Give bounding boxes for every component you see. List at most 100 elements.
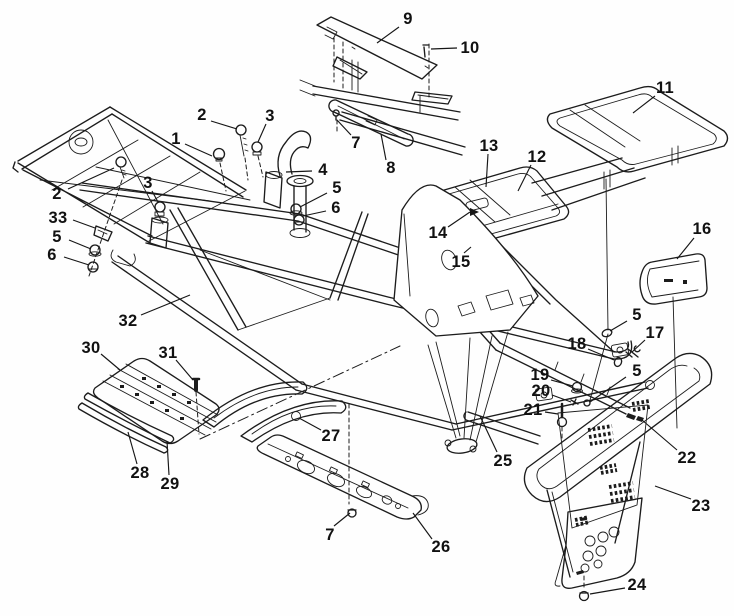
callout-label-23: 23	[691, 496, 711, 515]
callout-label-22: 22	[677, 448, 697, 467]
nut-5-left	[89, 244, 101, 256]
leader-line-22	[641, 419, 678, 451]
rear-carrier-plate-8	[328, 99, 466, 156]
leader-line-9	[376, 26, 400, 44]
leader-line-23	[654, 485, 692, 500]
nut-27	[291, 411, 301, 421]
leader-line-14	[447, 211, 471, 228]
callout-label-18: 18	[567, 334, 587, 353]
bracket-33	[93, 225, 113, 242]
callout-label-27: 27	[321, 426, 341, 445]
carrier-bolts	[332, 37, 430, 134]
grommet-18	[613, 356, 623, 368]
skid-plate	[256, 434, 429, 520]
leader-line-5	[68, 239, 92, 250]
bolt-2-left	[115, 156, 127, 168]
callout-label-4: 4	[318, 160, 328, 179]
leader-line-25	[479, 415, 498, 453]
handle-tube-4	[277, 130, 312, 177]
panel-screws-22	[626, 413, 644, 422]
direction-arrow	[470, 208, 479, 216]
main-frame	[79, 166, 655, 431]
callout-label-21: 21	[523, 400, 543, 419]
leader-line-8	[380, 133, 387, 161]
callout-label-3: 3	[143, 173, 153, 192]
callout-label-31: 31	[158, 343, 178, 362]
bumper-panel	[557, 399, 651, 529]
leader-line-33	[72, 219, 96, 229]
footrest-braces	[202, 381, 347, 443]
callout-label-25: 25	[493, 451, 513, 470]
leader-line-31	[175, 359, 194, 381]
leader-line-17	[631, 339, 646, 353]
callout-label-14: 14	[428, 223, 448, 242]
callout-label-20: 20	[531, 381, 551, 400]
leader-line-6	[302, 210, 327, 217]
bumper-lower-plate	[554, 497, 643, 589]
nut-19	[571, 381, 583, 393]
storage-box	[639, 253, 708, 305]
ball-stud-3-upper	[251, 141, 263, 153]
leader-line-3	[151, 190, 159, 203]
callout-label-6: 6	[331, 198, 341, 217]
callout-label-29: 29	[160, 474, 180, 493]
leader-line-2	[210, 120, 238, 130]
left-hardware-column	[87, 156, 127, 277]
callout-label-24: 24	[627, 575, 647, 594]
washer-5-lower	[583, 399, 591, 407]
nut-6-right	[293, 214, 305, 226]
front-support-brace	[427, 331, 509, 454]
callout-label-8: 8	[386, 158, 396, 177]
leader-line-32	[140, 294, 191, 316]
rear-carrier-plate-9	[316, 16, 438, 80]
leader-lines	[63, 26, 695, 595]
callout-label-26: 26	[431, 537, 451, 556]
callout-label-11: 11	[655, 78, 675, 97]
callout-label-9: 9	[403, 9, 413, 28]
leader-line-15	[463, 246, 472, 254]
callout-label-17: 17	[645, 323, 665, 342]
callout-label-3: 3	[265, 106, 275, 125]
washer-5-upper	[601, 328, 613, 338]
screw-17	[625, 345, 641, 358]
callout-label-1: 1	[171, 129, 181, 148]
leader-line-7	[333, 512, 351, 527]
leader-line-13	[485, 153, 489, 188]
leader-line-2	[67, 167, 115, 190]
callout-label-7: 7	[325, 525, 335, 544]
leader-line-5	[589, 376, 627, 403]
nut-5-right	[290, 203, 302, 215]
callout-label-10: 10	[460, 38, 480, 57]
callout-label-5: 5	[632, 361, 642, 380]
leader-line-1	[184, 143, 213, 157]
leader-line-6	[63, 256, 90, 266]
front-bumper	[523, 352, 713, 578]
callout-label-2: 2	[52, 184, 62, 203]
leader-line-28	[127, 431, 138, 465]
leader-line-21	[544, 411, 559, 415]
leader-line-3	[257, 123, 267, 143]
leader-line-30	[100, 353, 121, 371]
callout-label-5: 5	[52, 227, 62, 246]
callout-label-15: 15	[451, 252, 471, 271]
bolt-1	[212, 147, 226, 161]
callout-label-33: 33	[48, 208, 68, 227]
callout-label-19: 19	[530, 365, 550, 384]
callout-label-32: 32	[118, 311, 138, 330]
callout-label-12: 12	[527, 147, 547, 166]
callout-label-2: 2	[197, 105, 207, 124]
leader-line-18	[587, 348, 615, 361]
leader-line-5	[299, 192, 328, 208]
callout-label-6: 6	[47, 245, 57, 264]
bolt-2-upper	[235, 124, 247, 136]
steering-post-and-hardware	[149, 124, 314, 249]
footrest-bolt-31	[191, 377, 201, 435]
leader-line-29	[166, 440, 170, 476]
footrest-board	[92, 357, 220, 445]
callout-label-16: 16	[692, 219, 712, 238]
bumper-bolt-24	[578, 575, 590, 602]
leader-line-12	[517, 164, 532, 192]
footrest-alignment-line	[199, 345, 401, 440]
callout-label-13: 13	[479, 136, 499, 155]
